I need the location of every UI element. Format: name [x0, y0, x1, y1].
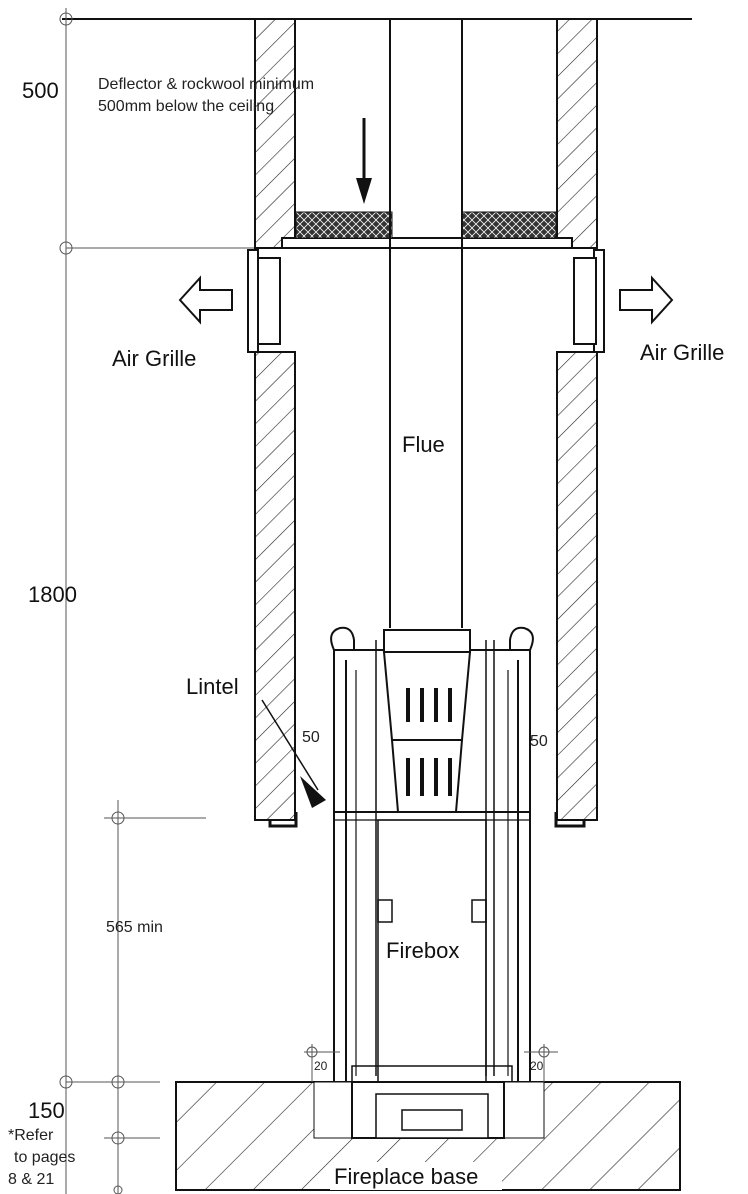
firebox-label: Firebox — [386, 938, 459, 963]
side-label-right: 20 — [530, 1059, 544, 1073]
gap-label-left: 50 — [302, 729, 320, 746]
deflector-label-line1: Deflector & rockwool minimum — [98, 76, 314, 93]
dimension-565: 565 min — [106, 919, 163, 936]
crosshair-circle-icon — [104, 1131, 160, 1145]
fireplace-base-label-bg — [330, 1162, 502, 1190]
rockwool-right — [461, 211, 557, 239]
fireplace-base-label: Fireplace base — [334, 1164, 478, 1189]
air-grille-label-right: Air Grille — [640, 340, 724, 365]
dimension-500: 500 — [22, 78, 59, 103]
side-label-left: 20 — [314, 1059, 328, 1073]
right-air-grille — [573, 249, 605, 353]
hollow-arrow-left-icon — [178, 275, 233, 325]
dimension-150: 150 — [28, 1098, 65, 1123]
lintel-pointer — [261, 699, 326, 808]
crosshair-circle-icon — [524, 1044, 558, 1082]
left-wall-upper — [254, 18, 296, 249]
crosshair-circle-icon — [104, 811, 206, 825]
dimension-1800: 1800 — [28, 582, 77, 607]
left-wall-lower — [254, 351, 296, 821]
hollow-arrow-right-icon — [619, 275, 674, 325]
crosshair-circle-icon — [59, 1075, 160, 1089]
rockwool-left — [295, 211, 393, 239]
base-cutout — [313, 1081, 545, 1139]
note-line3: 8 & 21 — [8, 1171, 54, 1188]
note-line1: *Refer — [8, 1127, 54, 1144]
note-line2: to pages — [14, 1149, 75, 1166]
flue-label: Flue — [402, 432, 445, 457]
arrow-down-icon — [356, 118, 372, 204]
crosshair-circle-icon — [304, 1044, 340, 1082]
crosshair-circle-icon — [113, 1185, 123, 1194]
right-wall-lower — [556, 351, 598, 821]
lintel-left — [268, 812, 298, 828]
left-air-grille — [247, 249, 281, 353]
lintel-right — [554, 812, 586, 828]
firebox-body — [330, 626, 534, 1083]
crosshair-circle-icon — [59, 241, 282, 255]
flue-pipe — [389, 19, 463, 628]
gap-label-right: 50 — [530, 733, 548, 750]
right-wall-upper — [556, 18, 598, 249]
crosshair-circle-icon — [59, 12, 73, 26]
air-grille-label-left: Air Grille — [112, 346, 196, 371]
crosshair-circle-icon — [111, 1075, 125, 1089]
deflector-plate — [281, 237, 573, 249]
deflector-label-line2: 500mm below the ceiling — [98, 98, 274, 115]
lintel-label: Lintel — [186, 674, 239, 699]
